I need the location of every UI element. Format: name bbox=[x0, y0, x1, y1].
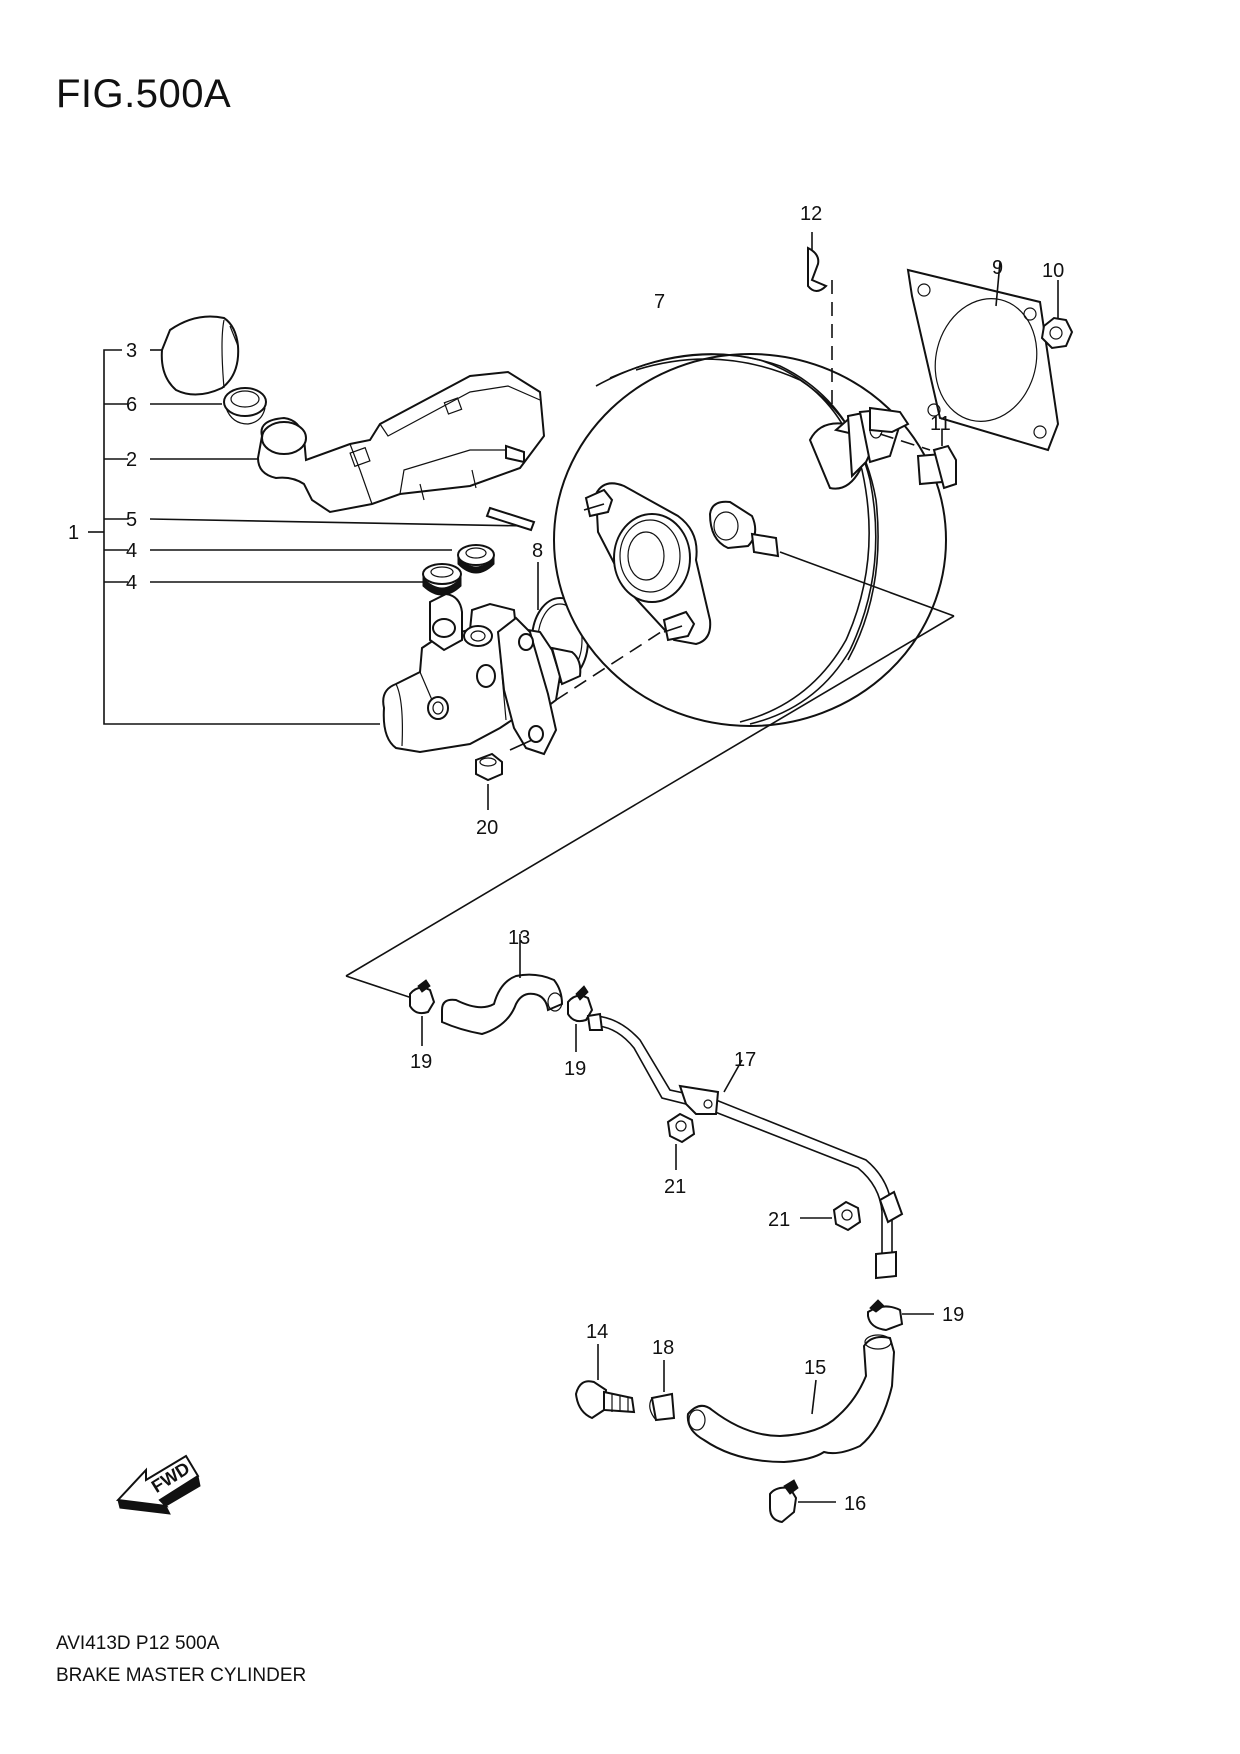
part-20-nut bbox=[475, 752, 503, 810]
figure-name: BRAKE MASTER CYLINDER bbox=[56, 1665, 307, 1686]
callout-12: 12 bbox=[800, 203, 822, 225]
part-21-nut-lower bbox=[800, 1200, 862, 1232]
part-19-clamp-a bbox=[409, 979, 436, 1046]
callout-10: 10 bbox=[1042, 260, 1064, 282]
callout-19-left: 19 bbox=[410, 1051, 432, 1073]
part-19-clamp-b bbox=[567, 985, 594, 1052]
callout-5: 5 bbox=[126, 509, 137, 531]
part-11-clevis-pin bbox=[879, 430, 957, 490]
master-cylinder-body bbox=[382, 592, 582, 756]
part-21-nut-upper bbox=[666, 1112, 696, 1170]
fwd-arrow-icon: FWD bbox=[115, 1454, 201, 1515]
callout-17: 17 bbox=[734, 1049, 756, 1071]
callout-1: 1 bbox=[68, 522, 79, 544]
callout-15: 15 bbox=[804, 1357, 826, 1379]
part-4-grommet-upper bbox=[457, 544, 495, 574]
part-5-pin bbox=[485, 506, 536, 532]
part-7-brake-booster bbox=[553, 353, 947, 727]
figure-code: AVI413D P12 500A bbox=[56, 1633, 220, 1654]
part-3-reservoir-cap bbox=[160, 315, 240, 396]
callout-14: 14 bbox=[586, 1321, 608, 1343]
callout-4-upper: 4 bbox=[126, 540, 137, 562]
part-14-connector bbox=[574, 1344, 636, 1420]
left-leaders bbox=[149, 349, 529, 583]
assembly-bracket-1 bbox=[88, 349, 380, 725]
callout-19-mid: 19 bbox=[564, 1058, 586, 1080]
part-6-strainer bbox=[223, 387, 267, 425]
part-2-reservoir-tank bbox=[256, 370, 546, 514]
callout-6: 6 bbox=[126, 394, 137, 416]
part-17-vacuum-pipe bbox=[586, 1012, 904, 1280]
callout-4-lower: 4 bbox=[126, 572, 137, 594]
callout-18: 18 bbox=[652, 1337, 674, 1359]
figure-title: FIG.500A bbox=[56, 72, 232, 116]
callout-9: 9 bbox=[992, 257, 1003, 279]
callout-8: 8 bbox=[532, 540, 543, 562]
callout-21-lower: 21 bbox=[768, 1209, 790, 1231]
part-4-grommet-lower bbox=[422, 563, 462, 596]
part-16-clamp bbox=[769, 1479, 836, 1524]
part-12-clip bbox=[807, 232, 833, 404]
part-9-gasket bbox=[906, 261, 1060, 452]
callout-21-upper: 21 bbox=[664, 1176, 686, 1198]
part-15-vacuum-hose bbox=[686, 1334, 896, 1464]
callout-labels: 1 3 6 2 5 4 4 8 7 12 9 10 11 20 13 19 19… bbox=[68, 203, 1064, 1515]
explode-lines bbox=[345, 551, 955, 1001]
part-18-clip bbox=[649, 1360, 676, 1422]
callout-11: 11 bbox=[930, 413, 951, 435]
part-13-vacuum-hose bbox=[441, 934, 564, 1036]
callout-19-right: 19 bbox=[942, 1304, 964, 1326]
callout-2: 2 bbox=[126, 449, 137, 471]
callout-7: 7 bbox=[654, 291, 665, 313]
callout-3: 3 bbox=[126, 340, 137, 362]
part-19-clamp-c bbox=[867, 1299, 934, 1332]
callout-16: 16 bbox=[844, 1493, 866, 1515]
part-10-nut bbox=[1040, 280, 1074, 350]
callout-13: 13 bbox=[508, 927, 530, 949]
callout-20: 20 bbox=[476, 817, 498, 839]
